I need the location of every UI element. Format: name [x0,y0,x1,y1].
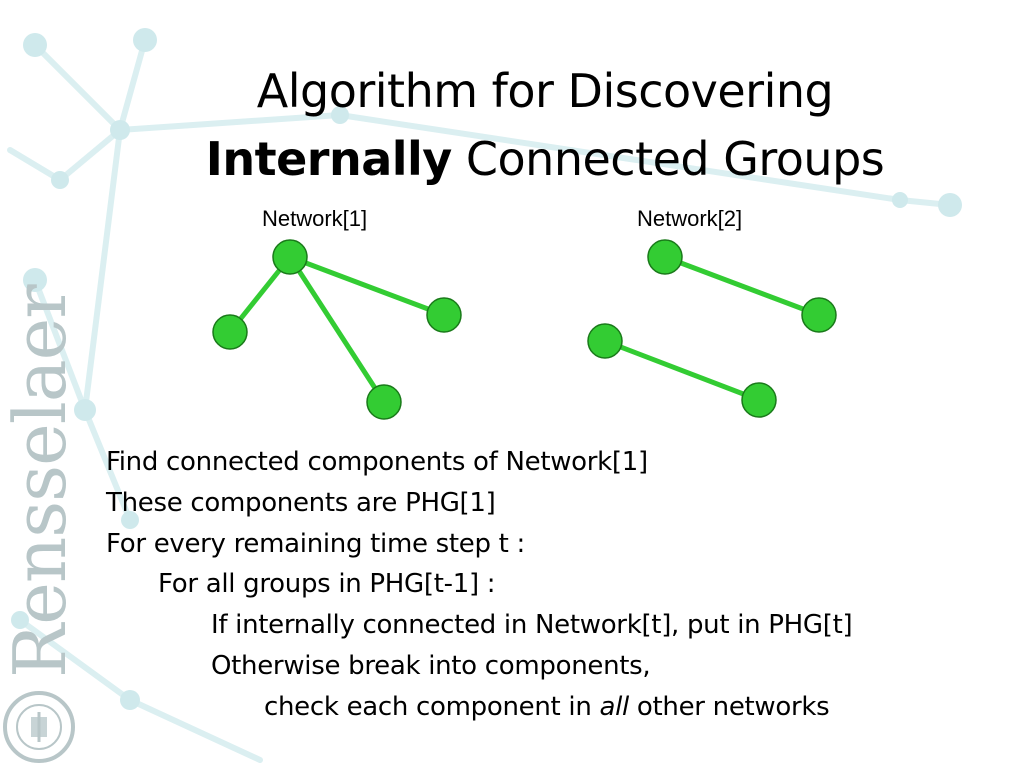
network-1-node [366,384,402,420]
algorithm-step-5: If internally connected in Network[t], p… [211,610,853,640]
slide-title-line-2: Internally Connected Groups [0,132,1024,186]
network-1-graph [212,239,462,420]
network-1-edge [287,255,387,404]
network-2-node [741,382,777,418]
network-1-edge [289,254,445,318]
network-2-label: Network[2] [637,206,743,231]
algorithm-step-2: These components are PHG[1] [106,488,496,518]
slide-title-line-1: Algorithm for Discovering [256,64,834,118]
network-2-node [647,239,683,275]
network-1-label: Network[1] [262,206,368,231]
network-2-node [587,323,623,359]
algorithm-step-6: Otherwise break into components, [211,651,651,681]
step-7-suffix: other networks [628,692,830,722]
network-2-edge [664,254,820,318]
title-rest: Connected Groups [451,132,885,186]
network-1-node [212,314,248,350]
network-2-node [801,297,837,333]
step-7-emphasis: all [599,692,629,722]
network-2-edge [604,338,760,403]
network-1-node [426,297,462,333]
algorithm-step-7: check each component in all other networ… [264,692,830,722]
title-bold-word: Internally [205,132,453,186]
algorithm-step-3: For every remaining time step t : [106,529,525,559]
algorithm-step-4: For all groups in PHG[t-1] : [158,569,496,599]
algorithm-step-1: Find connected components of Network[1] [106,447,648,477]
rensselaer-seal-logo [3,691,75,763]
network-1-node [272,239,308,275]
step-7-prefix: check each component in [264,692,600,722]
network-2-graph [587,239,837,418]
